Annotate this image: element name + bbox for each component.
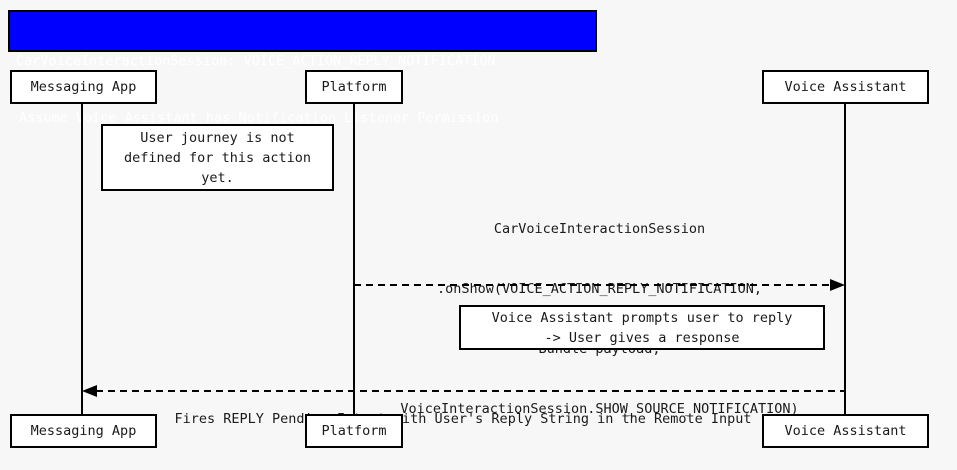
note-user-journey-line-1: User journey is not: [140, 129, 295, 146]
lifeline-messaging-app: [81, 104, 83, 414]
participant-label-platform-top: Platform: [321, 79, 387, 95]
participant-box-platform-bottom[interactable]: Platform: [305, 414, 403, 448]
note-voice-prompt-line-1: Voice Assistant prompts user to reply: [491, 309, 793, 326]
participant-label-platform-bottom: Platform: [321, 423, 387, 439]
message-label-reply-intent-line-1: Fires REPLY Pending Intent with User's R…: [174, 411, 752, 427]
participant-label-voice-assistant-bottom: Voice Assistant: [784, 423, 907, 439]
message-arrow-reply-intent: [82, 385, 844, 397]
lifeline-platform: [353, 104, 355, 414]
participant-box-voice-assistant-bottom[interactable]: Voice Assistant: [762, 414, 929, 448]
participant-box-messaging-app-top[interactable]: Messaging App: [10, 70, 157, 104]
participant-box-voice-assistant-top[interactable]: Voice Assistant: [762, 70, 929, 104]
message-arrow-onshow: [354, 279, 845, 291]
lifeline-voice-assistant: [844, 104, 846, 414]
note-user-journey-line-2: defined for this action: [124, 149, 311, 166]
note-voice-prompt: Voice Assistant prompts user to reply ->…: [459, 305, 825, 350]
note-voice-prompt-line-2: -> User gives a response: [544, 329, 740, 346]
participant-box-messaging-app-bottom[interactable]: Messaging App: [10, 414, 157, 448]
diagram-title-banner: CarVoiceInteractionSession: VOICE_ACTION…: [8, 10, 597, 126]
note-user-journey-line-3: yet.: [201, 169, 234, 186]
participant-label-voice-assistant-top: Voice Assistant: [784, 79, 907, 95]
message-label-onshow-line-4: VoiceInteractionSession.SHOW_SOURCE_NOTI…: [400, 401, 799, 417]
participant-box-platform-top[interactable]: Platform: [305, 70, 403, 104]
note-user-journey: User journey is not defined for this act…: [101, 124, 334, 191]
message-label-onshow-line-1: CarVoiceInteractionSession: [493, 221, 706, 237]
diagram-title-line-2: Assume Voice Assistant has Notification …: [19, 110, 499, 126]
diagram-title-line-1: CarVoiceInteractionSession: VOICE_ACTION…: [16, 53, 496, 69]
participant-label-messaging-app-top: Messaging App: [30, 79, 137, 95]
participant-label-messaging-app-bottom: Messaging App: [30, 423, 137, 439]
